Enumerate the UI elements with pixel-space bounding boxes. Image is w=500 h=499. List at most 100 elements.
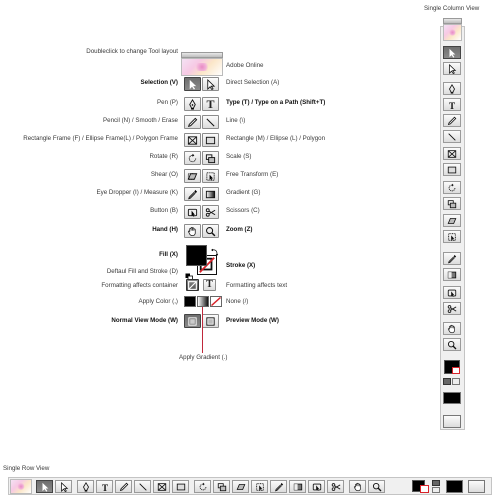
- label-preview-mode: Preview Mode (W): [226, 317, 279, 324]
- apply-none-button[interactable]: [210, 296, 222, 307]
- line-icon[interactable]: [202, 115, 219, 129]
- label-normal-view: Normal View Mode (W): [111, 317, 178, 324]
- label-gradient: Gradient (G): [226, 189, 261, 196]
- label-adobe-online: Adobe Online: [226, 62, 264, 69]
- row-apply-color-button[interactable]: [446, 480, 463, 493]
- scale-icon[interactable]: [202, 151, 219, 165]
- fill-swatch[interactable]: [186, 245, 207, 266]
- row-stroke-none[interactable]: [420, 485, 429, 493]
- selection-arrow-icon[interactable]: [443, 46, 461, 59]
- label-none: None (/): [226, 298, 249, 305]
- row-preview-mode-icon[interactable]: [468, 480, 485, 493]
- hand-icon[interactable]: [349, 480, 366, 493]
- label-pencil: Pencil (N) / Smooth / Erase: [103, 117, 178, 124]
- rotate-icon[interactable]: [194, 480, 211, 493]
- label-doubleclick: Doubleclick to change Tool layout: [86, 48, 178, 55]
- gradient-icon[interactable]: [202, 187, 219, 201]
- column-apply-color-button[interactable]: [443, 392, 461, 404]
- column-preview-mode-icon[interactable]: [443, 415, 461, 428]
- label-rotate: Rotate (R): [149, 153, 178, 160]
- column-adobe-logo[interactable]: [443, 24, 462, 41]
- rectangle-icon[interactable]: [443, 163, 461, 176]
- shear-icon[interactable]: [232, 480, 249, 493]
- gradient-icon[interactable]: [289, 480, 306, 493]
- selection-arrow-icon[interactable]: [184, 77, 201, 91]
- rotate-icon[interactable]: [443, 181, 461, 194]
- format-container-icon[interactable]: [186, 279, 199, 291]
- label-zoom: Zoom (Z): [226, 226, 253, 233]
- rectangle-icon[interactable]: [202, 133, 219, 147]
- pen-icon[interactable]: [443, 82, 461, 95]
- pencil-icon[interactable]: [115, 480, 132, 493]
- line-icon[interactable]: [134, 480, 151, 493]
- type-icon[interactable]: T: [443, 98, 461, 111]
- button-icon[interactable]: [184, 205, 201, 219]
- selection-arrow-icon[interactable]: [36, 480, 53, 493]
- pencil-icon[interactable]: [184, 115, 201, 129]
- line-icon[interactable]: [443, 130, 461, 143]
- label-rectangle: Rectangle (M) / Ellipse (L) / Polygon: [226, 135, 326, 142]
- normal-view-mode-icon[interactable]: [184, 314, 201, 328]
- rotate-icon[interactable]: [184, 151, 201, 165]
- rectangle-frame-icon[interactable]: [153, 480, 170, 493]
- apply-gradient-button[interactable]: [197, 296, 209, 307]
- row-format-container-icon[interactable]: [432, 480, 440, 486]
- free-transform-icon[interactable]: [251, 480, 268, 493]
- label-scissors: Scissors (C): [226, 207, 260, 214]
- direct-selection-arrow-icon[interactable]: [443, 62, 461, 75]
- default-fill-stroke-icon[interactable]: [185, 268, 193, 281]
- single-column-title: Single Column View: [424, 5, 480, 12]
- apply-color-button[interactable]: [184, 296, 196, 307]
- pen-icon[interactable]: [184, 97, 201, 111]
- swap-fill-stroke-icon[interactable]: [211, 243, 219, 256]
- zoom-icon[interactable]: [202, 224, 219, 238]
- free-transform-icon[interactable]: [202, 169, 219, 183]
- pencil-icon[interactable]: [443, 114, 461, 127]
- label-direct-selection: Direct Selection (A): [226, 79, 280, 86]
- scale-icon[interactable]: [213, 480, 230, 493]
- format-text-icon[interactable]: T: [203, 279, 216, 291]
- button-icon[interactable]: [443, 286, 461, 299]
- single-row-title: Single Row View: [3, 465, 50, 472]
- gradient-icon[interactable]: [443, 268, 461, 281]
- button-icon[interactable]: [308, 480, 325, 493]
- adobe-online-logo[interactable]: [181, 58, 223, 76]
- label-type: Type (T) / Type on a Path (Shift+T): [226, 99, 326, 106]
- row-adobe-logo[interactable]: [10, 479, 32, 494]
- hand-icon[interactable]: [184, 224, 201, 238]
- svg-text:T: T: [449, 100, 455, 109]
- label-pen: Pen (P): [157, 99, 178, 106]
- shear-icon[interactable]: [443, 214, 461, 227]
- preview-mode-icon[interactable]: [202, 314, 219, 328]
- label-fill: Fill (X): [159, 251, 178, 258]
- row-format-text-icon[interactable]: [432, 487, 440, 493]
- hand-icon[interactable]: [443, 322, 461, 335]
- scissors-icon[interactable]: [443, 302, 461, 315]
- direct-selection-arrow-icon[interactable]: [202, 77, 219, 91]
- column-grip[interactable]: [443, 18, 462, 24]
- label-free-transform: Free Transform (E): [226, 171, 279, 178]
- label-fmt-container: Formatting affects container: [101, 282, 178, 289]
- scale-icon[interactable]: [443, 197, 461, 210]
- zoom-icon[interactable]: [443, 338, 461, 351]
- type-icon[interactable]: T: [96, 480, 113, 493]
- column-stroke-none[interactable]: [452, 367, 460, 374]
- eyedropper-icon[interactable]: [270, 480, 287, 493]
- type-icon[interactable]: T: [202, 97, 219, 111]
- zoom-icon[interactable]: [368, 480, 385, 493]
- rectangle-frame-icon[interactable]: [443, 147, 461, 160]
- rectangle-frame-icon[interactable]: [184, 133, 201, 147]
- shear-icon[interactable]: [184, 169, 201, 183]
- column-format-container-icon[interactable]: [443, 378, 451, 385]
- free-transform-icon[interactable]: [443, 230, 461, 243]
- rectangle-icon[interactable]: [172, 480, 189, 493]
- scissors-icon[interactable]: [202, 205, 219, 219]
- pen-icon[interactable]: [77, 480, 94, 493]
- eyedropper-icon[interactable]: [184, 187, 201, 201]
- toolbox-grip[interactable]: [181, 52, 223, 58]
- column-format-text-icon[interactable]: [452, 378, 460, 385]
- eyedropper-icon[interactable]: [443, 252, 461, 265]
- scissors-icon[interactable]: [327, 480, 344, 493]
- label-button: Button (B): [150, 207, 178, 214]
- direct-selection-arrow-icon[interactable]: [55, 480, 72, 493]
